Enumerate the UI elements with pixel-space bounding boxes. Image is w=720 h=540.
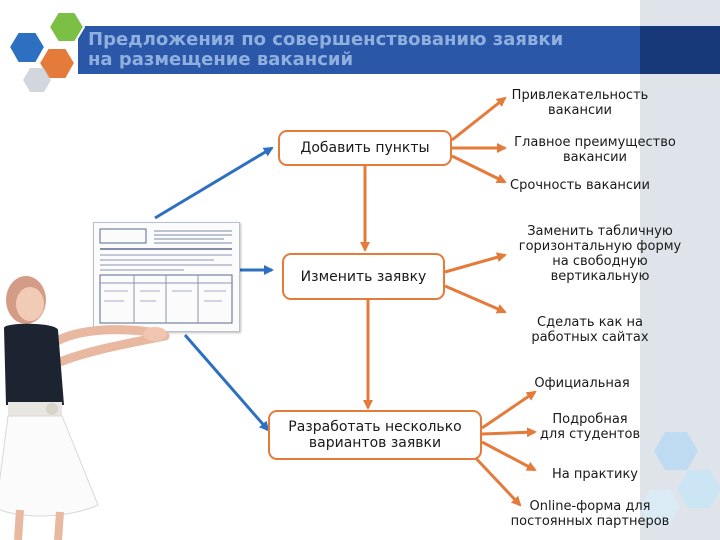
title-bar-dark-end — [640, 26, 720, 74]
arrow-change-to-replace — [444, 252, 507, 274]
presenter-top — [4, 323, 64, 405]
label-replace-line-2: горизонтальную форму — [518, 239, 682, 254]
box-change-application-label: Изменить заявку — [300, 268, 427, 285]
document-lines — [99, 228, 233, 324]
application-form-document-icon — [93, 222, 240, 332]
label-attractiveness: Привлекательность вакансии — [500, 88, 660, 118]
hexagon-cluster-top-left — [7, 2, 86, 92]
label-advantage-line-1: Главное преимущество — [514, 135, 676, 150]
arrow-add-to-urgency — [451, 154, 507, 184]
slide-title-line-1: Предложения по совершенствованию заявки — [88, 29, 564, 50]
slide-title: Предложения по совершенствованию заявки … — [88, 30, 628, 70]
label-internship: На практику — [520, 467, 670, 482]
presenter-hand — [143, 327, 167, 341]
label-online-line-1: Online-форма для — [529, 499, 651, 514]
label-replace-form: Заменить табличную горизонтальную форму … — [510, 224, 690, 284]
arrow-add-to-attractiveness — [451, 96, 507, 142]
label-urgency-text: Срочность вакансии — [510, 178, 650, 193]
box-change-application: Изменить заявку — [282, 253, 445, 300]
hexagon-cluster-bottom-right — [640, 432, 720, 525]
box-develop-line-1: Разработать несколько — [288, 419, 462, 435]
box-develop-variants-label: Разработать несколько вариантов заявки — [288, 419, 461, 451]
arrow-develop-to-students — [481, 427, 537, 438]
arrow-doc-to-develop — [183, 334, 270, 432]
arrow-develop-to-internship — [481, 440, 537, 472]
label-replace-line-4: вертикальную — [550, 269, 650, 284]
presenter-belt-flower — [46, 403, 58, 415]
arrow-change-to-jobsites — [444, 284, 507, 314]
label-students-line-2: для студентов — [539, 427, 641, 442]
label-internship-text: На практику — [551, 467, 638, 482]
label-jobsites-line-2: работных сайтах — [531, 330, 649, 345]
label-attractiveness-line-2: вакансии — [548, 103, 612, 118]
light-blue-hexagon-icon — [654, 432, 698, 470]
label-students: Подробная для студентов — [520, 412, 660, 442]
label-online-form: Online-форма для постоянных партнеров — [500, 499, 680, 529]
label-official: Официальная — [512, 376, 652, 391]
label-replace-line-1: Заменить табличную — [527, 224, 673, 239]
label-main-advantage: Главное преимущество вакансии — [500, 135, 690, 165]
label-advantage-line-2: вакансии — [563, 150, 627, 165]
presenter-legs — [14, 509, 64, 540]
label-official-text: Официальная — [534, 376, 630, 391]
label-attractiveness-line-1: Привлекательность — [511, 88, 649, 103]
slide-title-line-2: на размещение вакансий — [88, 49, 354, 70]
arrow-develop-to-official — [481, 390, 537, 430]
arrow-develop-to-online — [468, 450, 522, 507]
label-urgency: Срочность вакансии — [500, 178, 660, 193]
label-online-line-2: постоянных партнеров — [510, 514, 670, 529]
presenter-figure — [0, 276, 170, 540]
presenter-arm-upper — [50, 325, 155, 347]
box-add-items: Добавить пункты — [278, 130, 452, 166]
blue-hexagon-icon — [7, 31, 47, 64]
label-job-sites: Сделать как на работных сайтах — [510, 315, 670, 345]
arrow-doc-to-add — [154, 146, 274, 220]
box-develop-variants: Разработать несколько вариантов заявки — [268, 410, 482, 460]
presenter-skirt — [0, 415, 99, 517]
orange-hexagon-icon — [37, 47, 77, 80]
box-develop-line-2: вариантов заявки — [308, 435, 442, 451]
label-students-line-1: Подробная — [552, 412, 628, 427]
title-bar — [78, 26, 720, 74]
box-add-items-label: Добавить пункты — [300, 140, 430, 156]
label-jobsites-line-1: Сделать как на — [537, 315, 643, 330]
green-hexagon-icon — [47, 11, 86, 43]
label-replace-line-3: на свободную — [552, 254, 648, 269]
presenter-face — [16, 287, 44, 321]
